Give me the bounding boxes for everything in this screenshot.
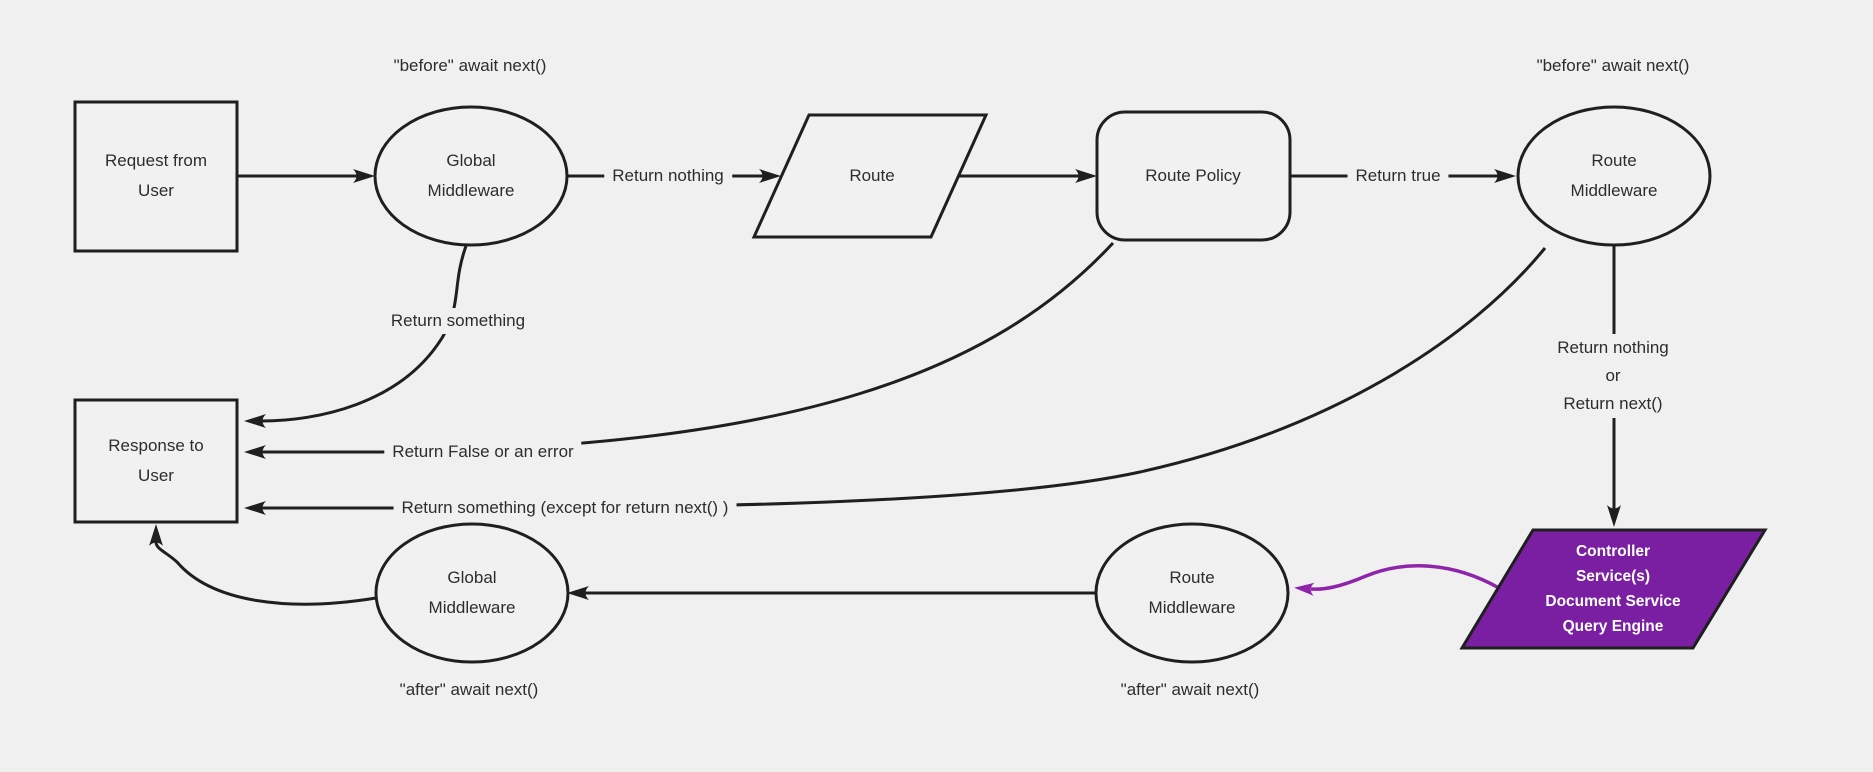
label-line: Middleware <box>428 598 516 617</box>
label-line: Return next() <box>1563 394 1663 413</box>
route-policy-box <box>1095 110 1292 242</box>
label-line: Response to <box>108 436 204 455</box>
label-line: Route <box>1591 151 1637 170</box>
global-middleware-bottom-ellipse <box>374 522 570 664</box>
response-to-user-box <box>73 398 239 524</box>
label-line: User <box>138 181 174 200</box>
label-line: Return nothing <box>1557 338 1669 357</box>
request-from-user-box <box>73 100 239 253</box>
request-from-user-label: Request from User <box>105 146 207 206</box>
label-line: or <box>1605 366 1621 385</box>
label-line: Request from <box>104 151 208 170</box>
edge-global-middleware-bottom-to-response <box>149 524 377 606</box>
label-line: Query Engine <box>1562 618 1664 635</box>
route-middleware-bottom-ellipse <box>1094 522 1290 664</box>
after-await-next-route-annotation: "after" await next() <box>1120 680 1260 699</box>
route-parallelogram <box>751 113 989 239</box>
label-line: Middleware <box>427 181 515 200</box>
label-line: Service(s) <box>1575 568 1651 585</box>
before-await-next-route-annotation: "before" await next() <box>1536 56 1690 75</box>
return-nothing-edge-label: Return nothing <box>604 163 732 189</box>
label-line: Global <box>446 151 496 170</box>
label-line: Global <box>447 568 497 587</box>
route-policy-label: Route Policy <box>1145 161 1240 191</box>
label-line: Route <box>1169 568 1215 587</box>
return-nothing-or-next-edge-label: Return nothing or Return next() <box>1549 334 1677 418</box>
label-line: User <box>138 466 174 485</box>
return-something-edge-label: Return something <box>382 308 534 334</box>
response-to-user-label: Response to User <box>108 431 203 491</box>
return-except-edge-label: Return something (except for return next… <box>393 495 737 521</box>
controller-label: Controller Service(s) Document Service Q… <box>1545 539 1680 639</box>
return-false-edge-label: Return False or an error <box>384 439 582 465</box>
label-line: Middleware <box>1570 181 1658 200</box>
edge-global-middleware-to-response <box>244 245 468 428</box>
global-middleware-top-ellipse <box>373 105 569 247</box>
route-label: Route <box>849 161 894 191</box>
label-line: Controller <box>1575 543 1651 560</box>
after-await-next-global-annotation: "after" await next() <box>399 680 539 699</box>
edge-route-policy-to-response <box>244 241 1115 459</box>
before-await-next-global-annotation: "before" await next() <box>393 56 547 75</box>
global-middleware-bottom-label: Global Middleware <box>429 563 516 623</box>
return-true-edge-label: Return true <box>1347 163 1449 189</box>
controller-parallelogram <box>1459 528 1768 650</box>
global-middleware-top-label: Global Middleware <box>428 146 515 206</box>
label-line: Route <box>849 166 895 185</box>
route-middleware-top-label: Route Middleware <box>1571 146 1658 206</box>
route-middleware-top-ellipse <box>1516 105 1712 247</box>
label-line: Document Service <box>1545 593 1681 610</box>
route-middleware-bottom-label: Route Middleware <box>1149 563 1236 623</box>
edge-controller-to-route-middleware-bottom <box>1294 564 1500 596</box>
label-line: Route Policy <box>1145 166 1241 185</box>
label-line: Middleware <box>1148 598 1236 617</box>
